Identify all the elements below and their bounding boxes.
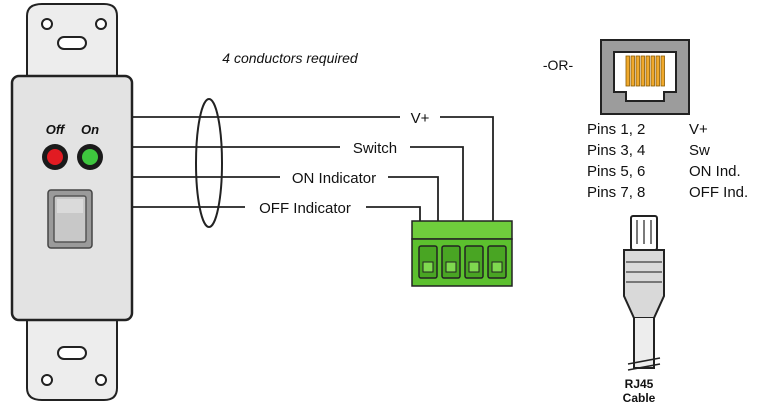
bottom-right-screw-hole	[95, 374, 107, 386]
on-label: On	[81, 122, 99, 137]
off-led-lens	[47, 149, 63, 165]
vplus-label: V+	[411, 110, 430, 127]
wire-switch	[132, 146, 464, 226]
wire-vplus	[132, 116, 494, 226]
terminal-block-top	[411, 220, 513, 240]
pinout-pins-3: Pins 5, 6	[587, 163, 645, 180]
pinout-signal-2: Sw	[689, 142, 710, 159]
pinout-pins-1: Pins 1, 2	[587, 121, 645, 138]
rocker-highlight	[57, 199, 83, 213]
pinout-table: Pins 1, 2 V+ Pins 3, 4 Sw Pins 5, 6 ON I…	[587, 121, 748, 201]
pinout-pins-4: Pins 7, 8	[587, 184, 645, 201]
rj45-jack-pins	[625, 55, 665, 87]
pinout-signal-4: OFF Ind.	[689, 184, 748, 201]
rj45-plug-boot	[623, 249, 665, 319]
top-right-screw-hole	[95, 18, 107, 30]
on-indicator-label: ON Indicator	[292, 170, 376, 187]
cable-jacket	[633, 318, 655, 369]
off-label: Off	[46, 122, 66, 137]
wires	[132, 116, 494, 226]
top-slot	[57, 36, 87, 50]
pinout-pins-2: Pins 3, 4	[587, 142, 645, 159]
on-led-lens	[82, 149, 98, 165]
rj45-cable	[623, 215, 665, 371]
pinout-signal-3: ON Ind.	[689, 163, 741, 180]
rj45-cable-label-line1: RJ45	[625, 377, 654, 391]
terminal-block	[411, 220, 513, 287]
or-label: -OR-	[543, 57, 574, 73]
wire-off-indicator	[132, 206, 421, 226]
wire-on-indicator	[132, 176, 439, 226]
switch-wall-plate: Off On	[10, 3, 134, 401]
top-left-screw-hole	[41, 18, 53, 30]
off-indicator-label: OFF Indicator	[259, 200, 351, 217]
conductors-note: 4 conductors required	[222, 50, 359, 66]
rj45-jack	[600, 39, 690, 115]
bottom-left-screw-hole	[41, 374, 53, 386]
pinout-signal-1: V+	[689, 121, 708, 138]
bottom-slot	[57, 346, 87, 360]
switch-label: Switch	[353, 140, 397, 157]
conductor-bundle-ellipse	[195, 98, 223, 228]
rj45-cable-label-line2: Cable	[623, 391, 656, 405]
